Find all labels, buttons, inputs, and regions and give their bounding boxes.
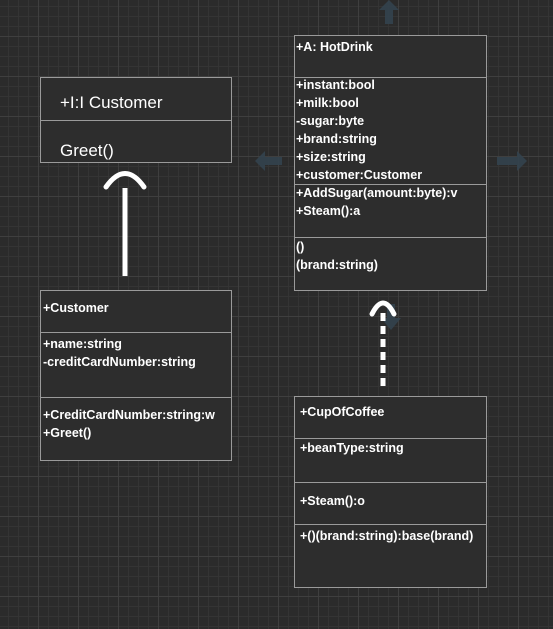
hotdrink-class-name: +A: HotDrink [296, 40, 373, 54]
customer-class-name: +Customer [43, 301, 109, 315]
hotdrink-method: +Steam():a [296, 204, 361, 218]
hotdrink-method: +AddSugar(amount:byte):v [296, 186, 458, 200]
customer-attribute: +name:string [43, 337, 122, 351]
hotdrink-attribute: +size:string [296, 150, 366, 164]
cupofcoffee-class-name: +CupOfCoffee [300, 405, 385, 419]
customer-attributes-section: +name:string -creditCardNumber:string [41, 332, 231, 397]
ghost-arrow-left-icon [255, 151, 282, 171]
hotdrink-attribute: +customer:Customer [296, 168, 423, 182]
ghost-arrow-right-icon [497, 151, 527, 171]
arrowhead-up-icon [369, 300, 397, 317]
hotdrink-attribute: +milk:bool [296, 96, 359, 110]
cupofcoffee-inherits-arrow [369, 300, 397, 386]
ghost-arrow-down-icon [381, 304, 401, 330]
interface-methods-section: Greet() [41, 120, 231, 163]
cupofcoffee-attribute: +beanType:string [300, 441, 404, 455]
customer-implements-arrow [103, 171, 147, 276]
hotdrink-attributes-section: +instant:bool +milk:bool -sugar:byte +br… [295, 77, 486, 184]
cupofcoffee-constructor: +()(brand:string):base(brand) [300, 529, 474, 543]
interface-method: Greet() [60, 141, 114, 160]
cupofcoffee-methods-section: +Steam():o [295, 482, 486, 524]
hotdrink-attribute: +brand:string [296, 132, 377, 146]
interface-class-name: +I:I Customer [60, 93, 163, 112]
hotdrink-attribute: +instant:bool [296, 78, 375, 92]
hotdrink-attribute: -sugar:byte [296, 114, 365, 128]
customer-attribute: -creditCardNumber:string [43, 355, 196, 369]
hotdrink-class-box[interactable]: +A: HotDrink +instant:bool +milk:bool -s… [294, 35, 487, 291]
customer-method: +CreditCardNumber:string:w [43, 408, 215, 422]
cupofcoffee-class-box[interactable]: +CupOfCoffee +beanType:string +Steam():o… [294, 396, 487, 588]
hotdrink-constructor: () [296, 240, 305, 254]
customer-method: +Greet() [43, 426, 92, 440]
cupofcoffee-method: +Steam():o [300, 494, 365, 508]
customer-methods-section: +CreditCardNumber:string:w +Greet() [41, 397, 231, 461]
hotdrink-constructors-section: () (brand:string) [295, 237, 486, 291]
ghost-arrow-up-icon [379, 0, 399, 24]
interface-class-box[interactable]: +I:I Customer Greet() [40, 77, 232, 163]
hotdrink-constructor: (brand:string) [296, 258, 378, 272]
customer-class-box[interactable]: +Customer +name:string -creditCardNumber… [40, 290, 232, 461]
cupofcoffee-constructors-section: +()(brand:string):base(brand) [295, 524, 486, 588]
arrowhead-up-icon [103, 171, 147, 190]
hotdrink-methods-section: +AddSugar(amount:byte):v +Steam():a [295, 184, 486, 237]
cupofcoffee-attributes-section: +beanType:string [295, 438, 486, 482]
